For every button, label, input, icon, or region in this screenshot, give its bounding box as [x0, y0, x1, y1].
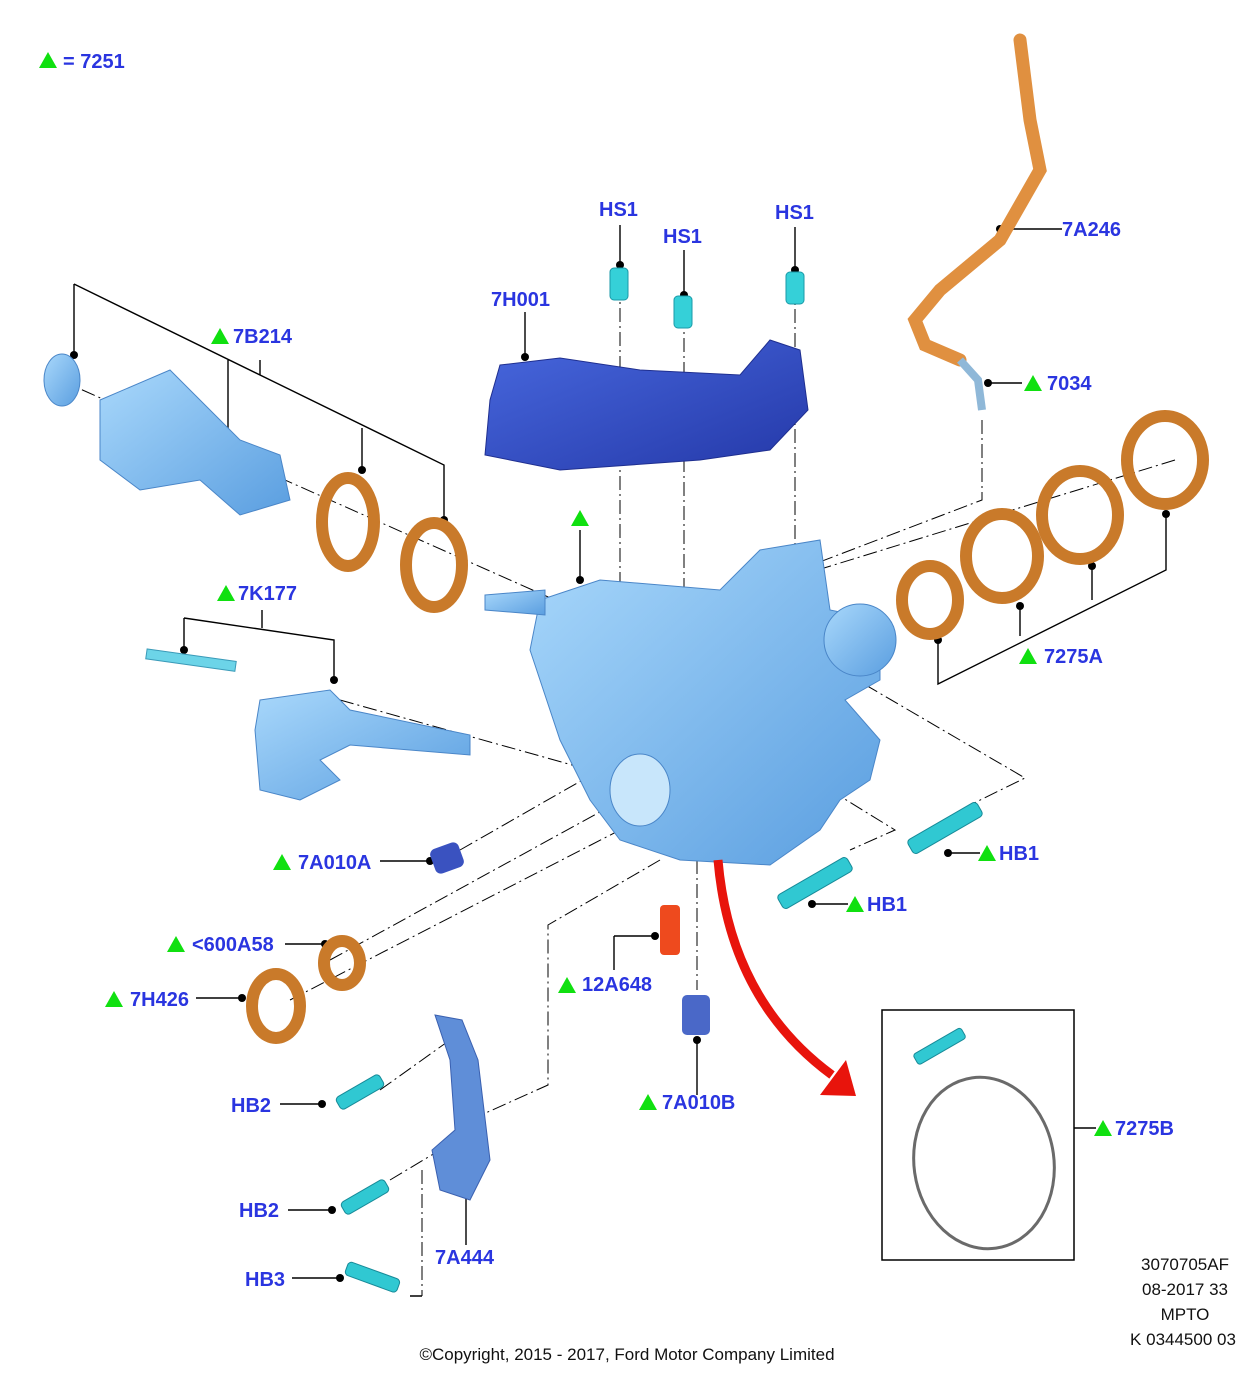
dust-cap — [43, 353, 81, 407]
label-7a010b[interactable]: 7A010B — [662, 1092, 735, 1114]
drawing-date: 08-2017 33 — [1142, 1280, 1228, 1299]
label-7a010a[interactable]: 7A010A — [298, 852, 371, 874]
label-12a648[interactable]: 12A648 — [582, 974, 652, 996]
label-7h426[interactable]: 7H426 — [130, 989, 189, 1011]
legend-triangle-icon — [39, 52, 57, 68]
housing-bore — [609, 753, 671, 827]
seal-7275a-b — [960, 508, 1044, 604]
triangle-markers — [39, 52, 1112, 1136]
pin-7k177 — [145, 648, 237, 672]
label-hb3[interactable]: HB3 — [245, 1269, 285, 1291]
legend-text: = 7251 — [63, 51, 125, 73]
breather-7034 — [957, 357, 986, 411]
seal-7275a-c — [1036, 465, 1124, 565]
seal-7275a-a — [896, 560, 964, 640]
housing — [529, 539, 881, 866]
sensor-12a648 — [660, 905, 680, 955]
bolts — [335, 802, 983, 1293]
label-7k177[interactable]: 7K177 — [238, 583, 297, 605]
label-hb2[interactable]: HB2 — [231, 1095, 271, 1117]
seal-600a58 — [318, 935, 366, 991]
label-7275a[interactable]: 7275A — [1044, 646, 1103, 668]
seal-7275a-d — [1121, 410, 1209, 510]
input-shaft — [484, 589, 546, 616]
plug-7a010a — [430, 842, 464, 874]
drawing-model: MPTO — [1161, 1305, 1210, 1324]
seal-7h426 — [246, 968, 306, 1044]
stud-hs1 — [609, 267, 805, 329]
label-7a444[interactable]: 7A444 — [435, 1247, 495, 1269]
parts — [43, 33, 1209, 1293]
bracket-7a444 — [431, 1014, 491, 1201]
label-7034[interactable]: 7034 — [1047, 373, 1092, 395]
actuator-7k177 — [254, 689, 471, 801]
seal-7b214-b — [400, 517, 468, 613]
o-ring-7275b — [912, 1075, 1056, 1251]
drawing-number: 3070705AF — [1141, 1255, 1229, 1274]
detail-box — [881, 1009, 1075, 1261]
label-7275b[interactable]: 7275B — [1115, 1118, 1174, 1140]
label-7b214[interactable]: 7B214 — [233, 326, 293, 348]
label-7a246[interactable]: 7A246 — [1062, 219, 1121, 241]
seal-7b214-a — [316, 472, 380, 572]
label-600a58[interactable]: <600A58 — [192, 934, 274, 956]
label-hs1[interactable]: HS1 — [599, 199, 638, 221]
plug-7a010b — [682, 995, 710, 1035]
label-hs1[interactable]: HS1 — [663, 226, 702, 248]
copyright: ©Copyright, 2015 - 2017, Ford Motor Comp… — [419, 1345, 834, 1364]
label-hb1[interactable]: HB1 — [867, 894, 907, 916]
breather-tube-7a246 — [907, 33, 1047, 367]
output-shaft — [823, 603, 897, 677]
label-hb1[interactable]: HB1 — [999, 843, 1039, 865]
drawing-code-block: 3070705AF 08-2017 33 MPTO K 0344500 03 — [1130, 1255, 1236, 1349]
label-hs1[interactable]: HS1 — [775, 202, 814, 224]
label-hb2[interactable]: HB2 — [239, 1200, 279, 1222]
cover-7h001 — [484, 339, 809, 471]
companion-flange — [99, 369, 291, 516]
label-7h001[interactable]: 7H001 — [491, 289, 550, 311]
red-arrow-head — [820, 1060, 856, 1096]
drawing-ref: K 0344500 03 — [1130, 1330, 1236, 1349]
red-arrow — [713, 859, 835, 1079]
